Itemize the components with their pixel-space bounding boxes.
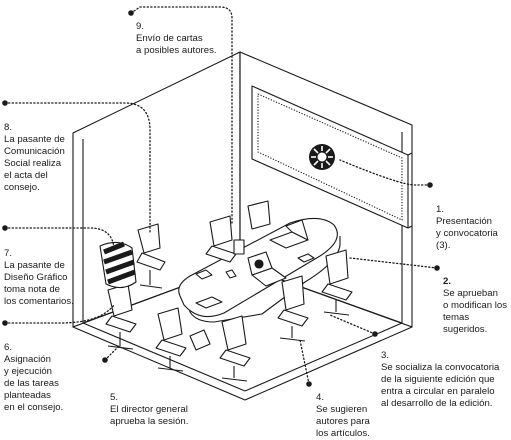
annotation-4: 4. Se sugieren autores para los artículo…: [316, 380, 370, 440]
leader-end-dots: [2, 10, 440, 387]
annotation-5-text: El director general aprueba la sesión.: [110, 404, 189, 427]
annotation-2: 2. Se aprueban o modifican los temas sug…: [443, 264, 511, 336]
annotation-4-text: Se sugieren autores para los artículos.: [316, 404, 370, 439]
leader-2: [349, 257, 438, 269]
annotation-3-number: 3.: [381, 350, 390, 361]
chairs: [105, 200, 353, 382]
room-illustration: [2, 6, 440, 401]
annotation-6-number: 6.: [4, 342, 13, 353]
annotation-7-number: 7.: [4, 248, 13, 259]
annotation-3-text: Se socializa la convocatoria de la sigui…: [381, 362, 500, 409]
papers: [195, 253, 315, 309]
annotation-5: 5. El director general aprueba la sesión…: [110, 380, 188, 428]
annotation-9: 9. Envío de cartas a posibles autores.: [136, 9, 217, 57]
leader-lines: [4, 6, 438, 385]
annotation-1-text: Presentación y convocatoria (3).: [436, 216, 498, 251]
laptop-1: [269, 219, 309, 249]
annotation-2-text: Se aprueban o modifican los temas sugeri…: [443, 288, 507, 335]
annotation-3: 3. Se socializa la convocatoria de la si…: [381, 338, 499, 410]
annotation-8-text: La pasante de Comunicación Social realiz…: [4, 134, 65, 193]
leader-5: [104, 344, 121, 361]
leader-8: [4, 102, 151, 234]
annotation-9-text: Envío de cartas a posibles autores.: [136, 33, 217, 56]
leader-4: [299, 339, 310, 385]
leader-1: [339, 159, 431, 186]
annotation-1: 1. Presentación y convocatoria (3).: [436, 192, 511, 252]
leader-7: [4, 227, 115, 249]
annotation-8: 8. La pasante de Comunicación Social rea…: [4, 110, 65, 194]
highlighted-chair: [99, 241, 137, 289]
annotation-7: 7. La pasante de Diseño Gráfico toma not…: [4, 236, 74, 308]
annotation-6-text: Asignación y ejecución de las tareas pla…: [4, 354, 64, 413]
annotation-4-number: 4.: [316, 392, 325, 403]
annotation-9-number: 9.: [136, 21, 145, 32]
laptop-2: [247, 251, 287, 287]
annotation-5-number: 5.: [110, 392, 119, 403]
annotation-6: 6. Asignación y ejecución de las tareas …: [4, 330, 63, 414]
projected-logo-icon: [309, 144, 335, 170]
leader-9: [130, 6, 233, 226]
leader-3: [329, 314, 376, 335]
leader-6: [4, 304, 115, 324]
bag-under-chair: [189, 329, 211, 351]
water-jug: [233, 239, 245, 255]
annotation-2-number: 2.: [443, 276, 452, 287]
meeting-room-diagram: 9. Envío de cartas a posibles autores. 8…: [2, 6, 511, 439]
annotation-7-text: La pasante de Diseño Gráfico toma nota d…: [4, 260, 74, 307]
annotation-1-number: 1.: [436, 204, 445, 215]
annotation-8-number: 8.: [4, 122, 13, 133]
